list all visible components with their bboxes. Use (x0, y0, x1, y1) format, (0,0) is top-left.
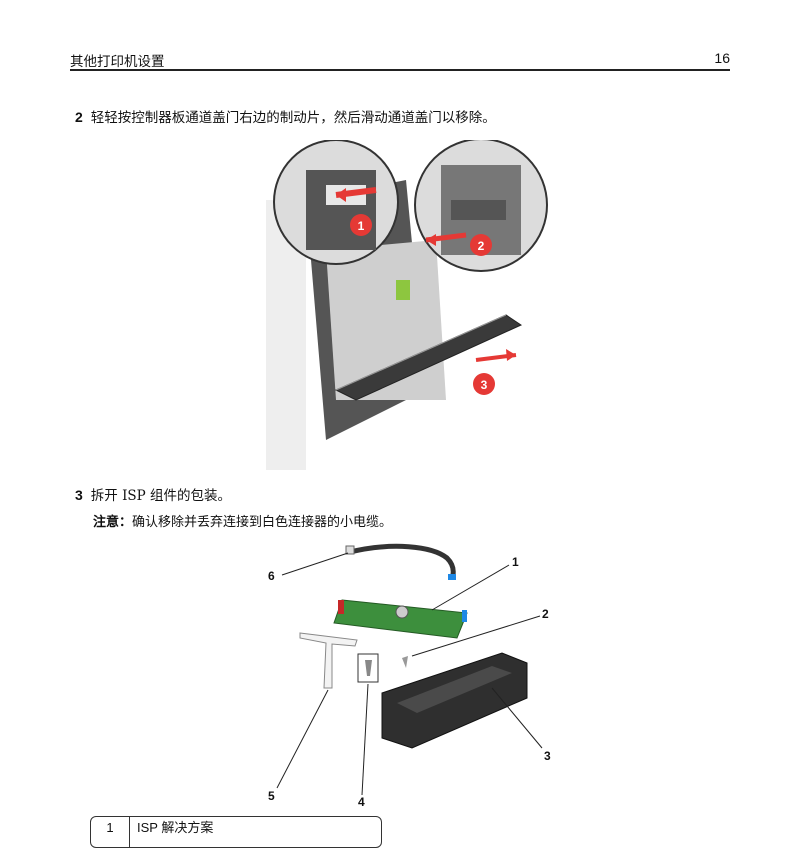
callout-4: 4 (358, 795, 365, 809)
step-text: 拆开 ISP 组件的包装。 (90, 488, 232, 504)
printer-body (266, 180, 523, 470)
cover-removal-illustration: 1 2 3 (266, 140, 548, 470)
callout-2: 2 (542, 607, 549, 621)
zoom-circle-2: 2 (414, 140, 548, 272)
callout-6: 6 (268, 569, 275, 583)
page-header: 其他打印机设置 16 (70, 50, 730, 71)
slide-arrow: 3 (473, 349, 517, 395)
note-label: 注意： (93, 515, 133, 530)
callout-5: 5 (268, 789, 275, 803)
isp-board (333, 599, 468, 639)
page-number: 16 (714, 50, 730, 66)
callout-1: 1 (512, 555, 519, 569)
step-number: 2 (75, 109, 83, 125)
callout-3: 3 (544, 749, 551, 763)
callout-2: 2 (478, 239, 485, 253)
zoom-circle-1: 1 (273, 140, 399, 265)
cable (349, 543, 456, 580)
bracket (299, 632, 358, 689)
note-text: 确认移除并丢弃连接到白色连接器的小电缆。 (132, 515, 393, 530)
note: 注意：确认移除并丢弃连接到白色连接器的小电缆。 (93, 511, 392, 530)
step-2: 2 轻轻按控制器板通道盖门右边的制动片，然后滑动通道盖门以移除。 (75, 106, 496, 126)
callout-3: 3 (481, 378, 488, 392)
callout-1: 1 (358, 219, 365, 233)
step-text: 轻轻按控制器板通道盖门右边的制动片，然后滑动通道盖门以移除。 (90, 110, 496, 126)
step-number: 3 (75, 487, 83, 503)
step-3: 3 拆开 ISP 组件的包装。 (75, 484, 231, 504)
screw (402, 656, 408, 668)
part-number: 1 (91, 817, 130, 847)
part-name: ISP 解决方案 (137, 820, 214, 835)
header-title: 其他打印机设置 (70, 54, 165, 70)
parts-table: 1 ISP 解决方案 (90, 816, 382, 848)
isp-kit-illustration: 1 2 3 4 5 6 (268, 543, 551, 809)
